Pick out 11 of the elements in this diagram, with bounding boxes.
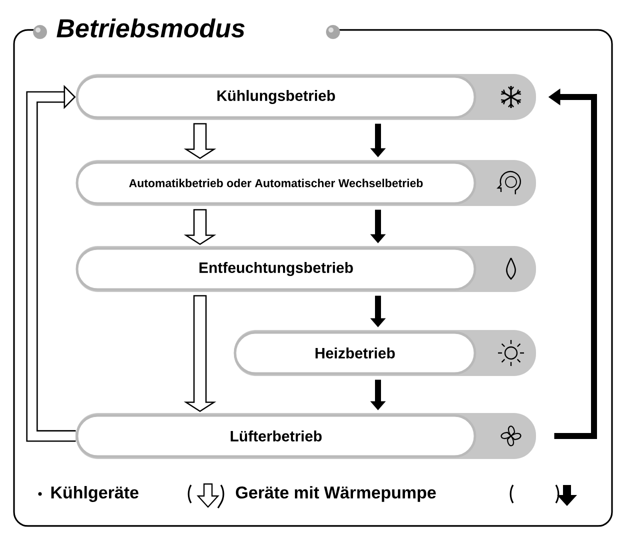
legend-text: Kühlgeräte [51, 486, 138, 502]
mode-box: Heizbetrieb [234, 331, 476, 375]
legend-text: Geräte mit Wärmepumpe [236, 486, 436, 502]
arrow [184, 295, 216, 412]
arrow [26, 84, 76, 442]
mode-box: Entfeuchtungsbetrieb [76, 247, 476, 291]
arrow [184, 123, 216, 159]
arrow [184, 209, 216, 245]
title: Betriebsmodus [56, 18, 245, 38]
mode-box: Automatikbetrieb oder Automatischer Wechselbetrieb [76, 161, 476, 205]
mode-box: Lüfterbetrieb [76, 414, 476, 458]
